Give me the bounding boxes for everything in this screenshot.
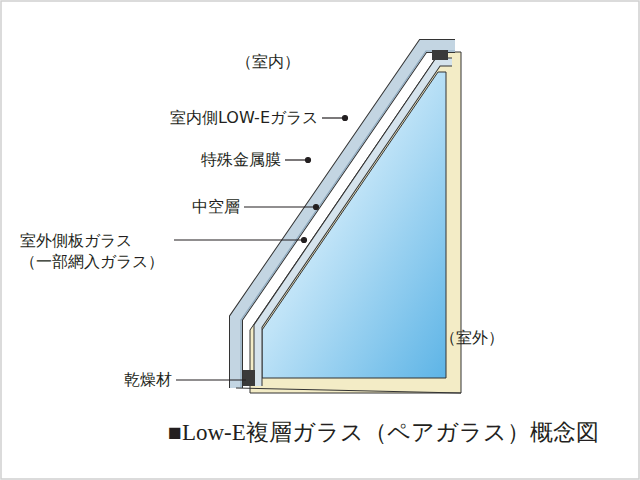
indoor-pane bbox=[236, 46, 455, 388]
room-label: （室内） bbox=[236, 52, 300, 73]
part-label: 室外側板ガラス （一部網入ガラス） bbox=[20, 231, 185, 273]
metal-film bbox=[241, 51, 455, 388]
leader-lines bbox=[174, 116, 348, 381]
desiccant-spacer bbox=[432, 50, 448, 60]
figure-caption: ■Low-E複層ガラス（ペアガラス）概念図 bbox=[168, 417, 599, 448]
part-label: 乾燥材 bbox=[124, 370, 172, 391]
part-label: 室内側LOW-Eガラス bbox=[170, 108, 318, 129]
room-label: （室外） bbox=[440, 328, 504, 349]
part-label: 中空層 bbox=[192, 197, 240, 218]
outer-frame bbox=[250, 52, 461, 393]
bottom-edge bbox=[236, 388, 461, 393]
desiccant-spacer bbox=[243, 370, 255, 386]
indoor-pane-outline bbox=[236, 46, 455, 388]
part-label: 特殊金属膜 bbox=[201, 150, 281, 171]
